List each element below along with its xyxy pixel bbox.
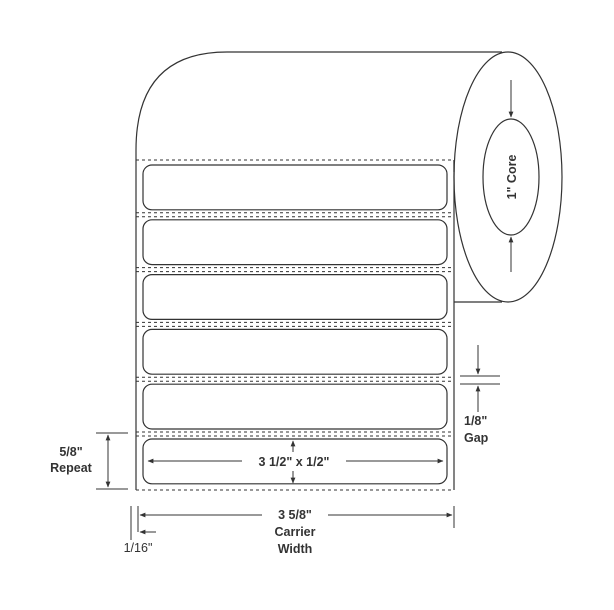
gap-value: 1/8"	[464, 414, 487, 428]
label-2	[142, 219, 448, 266]
label-3	[142, 274, 448, 321]
roll-outline	[135, 51, 502, 160]
label-size-text: 3 1/2" x 1/2"	[259, 455, 330, 469]
gap-word: Gap	[464, 431, 489, 445]
label-4	[142, 328, 448, 375]
core-label: 1" Core	[505, 155, 519, 200]
carrier-value: 3 5/8"	[278, 508, 312, 522]
core-ellipse	[482, 118, 540, 236]
carrier-word-2: Width	[278, 542, 313, 556]
repeat-word: Repeat	[50, 461, 93, 475]
repeat-value: 5/8"	[59, 445, 82, 459]
label-stack	[136, 164, 454, 491]
label-1	[142, 164, 448, 211]
carrier-word-1: Carrier	[275, 525, 316, 539]
margin-value: 1/16"	[124, 541, 153, 555]
label-5	[142, 383, 448, 430]
label-6	[142, 438, 448, 485]
